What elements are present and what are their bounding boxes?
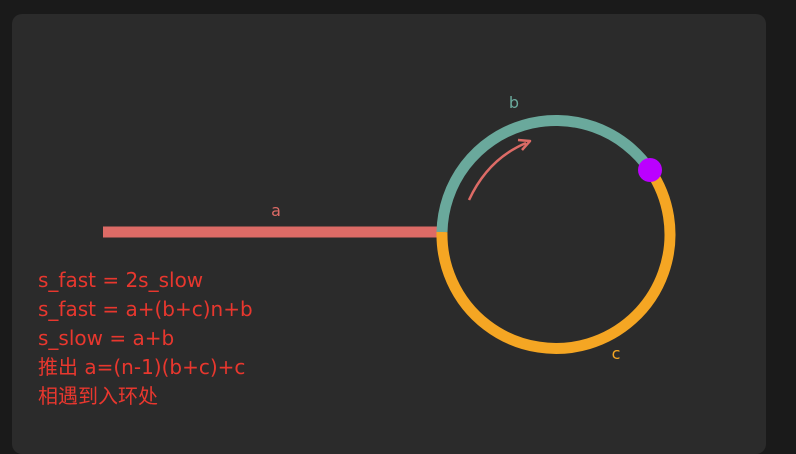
direction-arrowhead-icon [517, 138, 532, 151]
formula-line: s_fast = a+(b+c)n+b [38, 297, 253, 321]
segment-b-arc [436, 114, 655, 233]
formula-line: s_slow = a+b [38, 326, 175, 350]
formula-line: 相遇到入环处 [38, 384, 158, 408]
cycle-diagram: a b c [103, 93, 676, 363]
direction-arrow-icon [467, 141, 527, 201]
formula-line: 推出 a=(n-1)(b+c)+c [38, 355, 246, 379]
segment-c-arc [436, 166, 676, 354]
label-b: b [509, 93, 519, 112]
meeting-point-dot [638, 158, 662, 182]
formula-line: s_fast = 2s_slow [38, 268, 204, 292]
label-c: c [612, 344, 621, 363]
formula-notes: s_fast = 2s_slow s_fast = a+(b+c)n+b s_s… [38, 266, 253, 411]
label-a: a [271, 201, 281, 220]
